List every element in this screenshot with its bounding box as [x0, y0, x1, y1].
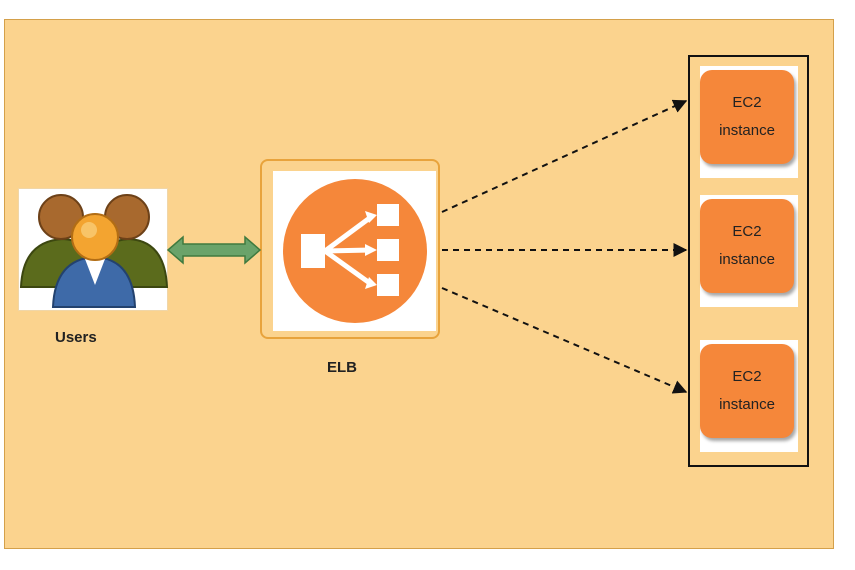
elb-node[interactable]: [273, 171, 436, 331]
users-icon: [19, 194, 169, 308]
users-elb-arrow: [166, 235, 262, 265]
ec2-instance-3[interactable]: EC2 instance: [700, 344, 794, 438]
elb-to-ec2-3-arrow: [441, 287, 688, 394]
elb-label: ELB: [327, 359, 357, 376]
ec2-instance-1[interactable]: EC2 instance: [700, 70, 794, 164]
ec2-label: instance: [719, 396, 775, 413]
ec2-label: EC2: [732, 223, 762, 240]
users-node[interactable]: [18, 188, 169, 311]
elb-to-ec2-1-arrow: [441, 99, 688, 213]
instance-group: [688, 55, 809, 467]
ec2-label: EC2: [732, 368, 762, 385]
load-balancer-icon: [283, 179, 427, 323]
ec2-label: instance: [719, 251, 775, 268]
users-label: Users: [55, 329, 97, 346]
ec2-label: instance: [719, 122, 775, 139]
ec2-instance-2[interactable]: EC2 instance: [700, 199, 794, 293]
ec2-label: EC2: [732, 94, 762, 111]
